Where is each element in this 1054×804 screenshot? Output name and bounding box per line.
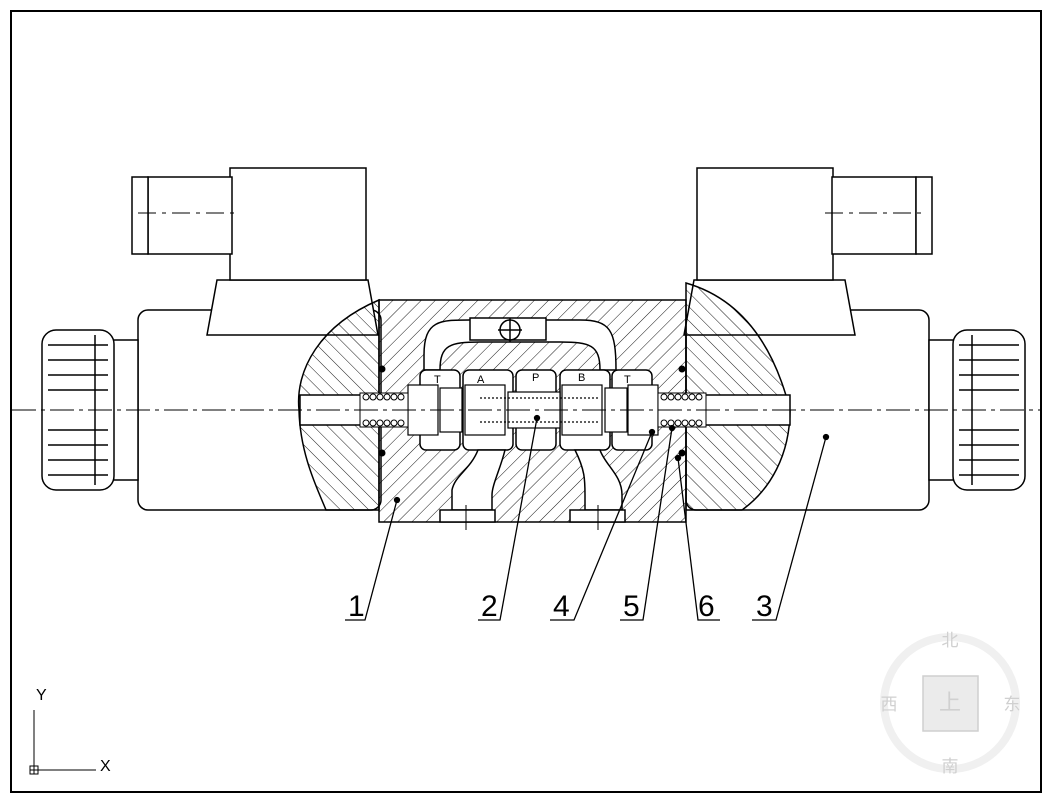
viewcube-west[interactable]: 西 [881,695,898,714]
viewcube-face-label: 上 [939,690,961,715]
port-label-t-right: T [624,374,631,386]
left-connector-plug [131,167,379,336]
leader-lines [345,414,830,621]
viewcube-east[interactable]: 东 [1004,695,1021,714]
viewcube-north[interactable]: 北 [942,631,959,650]
part-number-2: 2 [481,590,498,623]
viewcube-south[interactable]: 南 [942,757,959,776]
o-ring-seals [378,365,686,457]
drawing-frame [10,10,1042,793]
part-number-1: 1 [348,590,365,623]
ucs-x-label: X [100,758,111,775]
bottom-ports [439,449,626,530]
port-label-p: P [532,372,539,384]
part-numbers: 1 2 4 5 6 3 [348,590,773,623]
port-labels: T A P B T [434,372,631,386]
viewcube-face[interactable] [922,675,979,732]
part-number-6: 6 [698,590,715,623]
valve-assembly [12,167,1040,530]
ucs-y-label: Y [36,687,47,704]
ucs-icon: Y X [29,687,111,775]
port-label-a: A [477,374,485,386]
port-label-b: B [578,372,585,384]
part-number-4: 4 [553,590,570,623]
right-manual-knob [928,329,1026,491]
part-number-5: 5 [623,590,640,623]
port-label-t-left: T [434,374,441,386]
left-manual-knob [41,329,139,491]
part-number-3: 3 [756,590,773,623]
viewcube[interactable]: 上 北 南 西 东 [880,631,1021,776]
